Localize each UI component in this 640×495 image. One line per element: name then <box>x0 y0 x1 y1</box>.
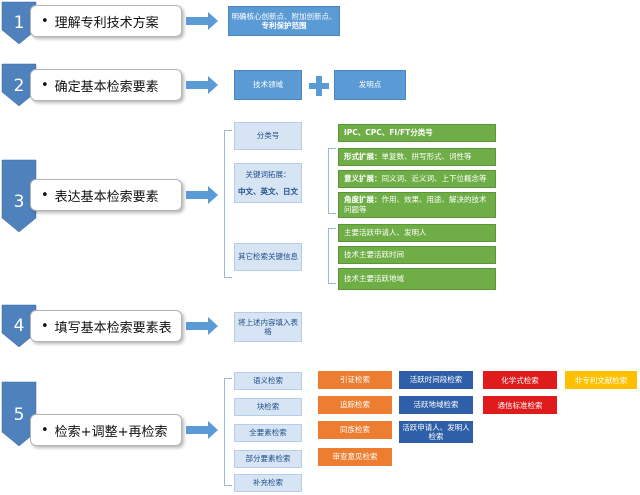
step-4-box: • 填写基本检索要素表 <box>30 310 182 342</box>
semantic-search-box: 语义检索 <box>234 372 302 390</box>
bullet: • <box>41 13 49 29</box>
step-5-brace <box>224 378 232 486</box>
step-5-box: • 检索+调整+再检索 <box>30 414 182 446</box>
form-expansion-text: 单复数、拼写形式、词性等 <box>381 152 472 162</box>
block-search-box: 块检索 <box>234 398 302 416</box>
step-1-number: 1 <box>13 13 25 33</box>
form-expansion-box: 形式扩展：单复数、拼写形式、词性等 <box>338 148 496 166</box>
active-time-box: 技术主要活跃时间 <box>338 246 496 264</box>
step-1-box: • 理解专利技术方案 <box>30 5 182 37</box>
step-4-number: 4 <box>13 316 25 336</box>
family-search-box: 同族检索 <box>318 421 392 439</box>
meaning-expansion-title: 意义扩展： <box>344 174 382 184</box>
angle-expansion-box: 角度扩展：作用、效果、用途、解决的技术问题等 <box>338 192 496 218</box>
tracking-search-box: 追踪检索 <box>318 396 392 414</box>
ipc-classification-box: IPC、CPC、FI/FT分类号 <box>338 124 496 142</box>
other-info-box: 其它检索关键信息 <box>234 243 302 271</box>
step-5-number: 5 <box>13 405 25 425</box>
step-1-label: 理解专利技术方案 <box>54 15 159 31</box>
keyword-languages: 中文、英文、日文 <box>238 186 298 196</box>
step-1-result-line1: 明确核心创新点、附加创新点、 <box>231 11 337 21</box>
bullet: • <box>41 318 49 334</box>
chemical-formula-search-box: 化学式检索 <box>483 371 557 389</box>
step-1-result: 明确核心创新点、附加创新点、 专利保护范围 <box>228 6 340 36</box>
meaning-expansion-text: 同义词、近义词、上下位概念等 <box>381 174 487 184</box>
step-2-number: 2 <box>13 76 25 96</box>
active-region-box: 技术主要活跃地域 <box>338 268 496 290</box>
active-applicant-search-box: 活跃申请人、发明人检索 <box>399 421 473 443</box>
step-3-number: 3 <box>13 192 25 212</box>
bullet: • <box>41 187 49 203</box>
keyword-expansion-box: 关键词拓展： 中文、英文、日文 <box>234 163 302 203</box>
active-region-search-box: 活跃地域检索 <box>399 396 473 414</box>
step-3-label: 表达基本检索要素 <box>54 189 159 205</box>
technical-field-box: 技术领域 <box>234 70 302 100</box>
full-element-search-box: 全要素检索 <box>234 424 302 442</box>
plus-icon <box>309 76 329 96</box>
active-period-search-box: 活跃时间段检索 <box>399 371 473 389</box>
step-3-brace <box>224 130 232 278</box>
chevron-5 <box>1 381 37 447</box>
step-2-label: 确定基本检索要素 <box>54 79 159 95</box>
other-brace <box>328 228 336 284</box>
classification-box: 分类号 <box>234 122 302 150</box>
arrow-icon <box>186 76 218 94</box>
keyword-brace <box>328 148 336 214</box>
arrow-icon <box>186 186 218 204</box>
chevron-3 <box>1 159 37 233</box>
form-expansion-title: 形式扩展： <box>344 152 382 162</box>
step-4-label: 填写基本检索要素表 <box>54 320 172 336</box>
bullet: • <box>41 77 49 93</box>
supplementary-search-box: 补充检索 <box>234 474 302 492</box>
non-patent-literature-search-box: 非专利文献检索 <box>565 371 637 389</box>
step-3-box: • 表达基本检索要素 <box>30 179 182 211</box>
step-2-box: • 确定基本检索要素 <box>30 69 182 101</box>
keyword-expansion-label: 关键词拓展： <box>245 169 291 179</box>
step-1-result-line2: 专利保护范围 <box>261 21 307 30</box>
step-5-label: 检索+调整+再检索 <box>54 424 168 440</box>
invention-point-box: 发明点 <box>334 70 406 100</box>
citation-search-box: 引证检索 <box>318 371 392 389</box>
communication-standard-search-box: 通信标准检索 <box>483 396 557 414</box>
chevron-4 <box>1 304 37 348</box>
step-chevrons <box>1 1 37 447</box>
bullet: • <box>41 422 49 438</box>
arrow-icon <box>186 317 218 335</box>
active-applicant-box: 主要活跃申请人、发明人 <box>338 224 496 242</box>
arrow-icon <box>186 421 218 439</box>
step-4-result: 将上述内容填入表格 <box>234 312 302 342</box>
meaning-expansion-box: 意义扩展：同义词、近义词、上下位概念等 <box>338 170 496 188</box>
chevron-2 <box>1 63 37 107</box>
arrow-icon <box>186 12 218 30</box>
examination-opinion-search-box: 审查意见检索 <box>318 448 392 466</box>
chevron-1 <box>1 1 37 45</box>
angle-expansion-title: 角度扩展： <box>344 195 382 204</box>
partial-element-search-box: 部分要素检索 <box>234 450 302 468</box>
angle-expansion-text: 作用、效果、用途、解决的技术问题等 <box>344 195 487 214</box>
